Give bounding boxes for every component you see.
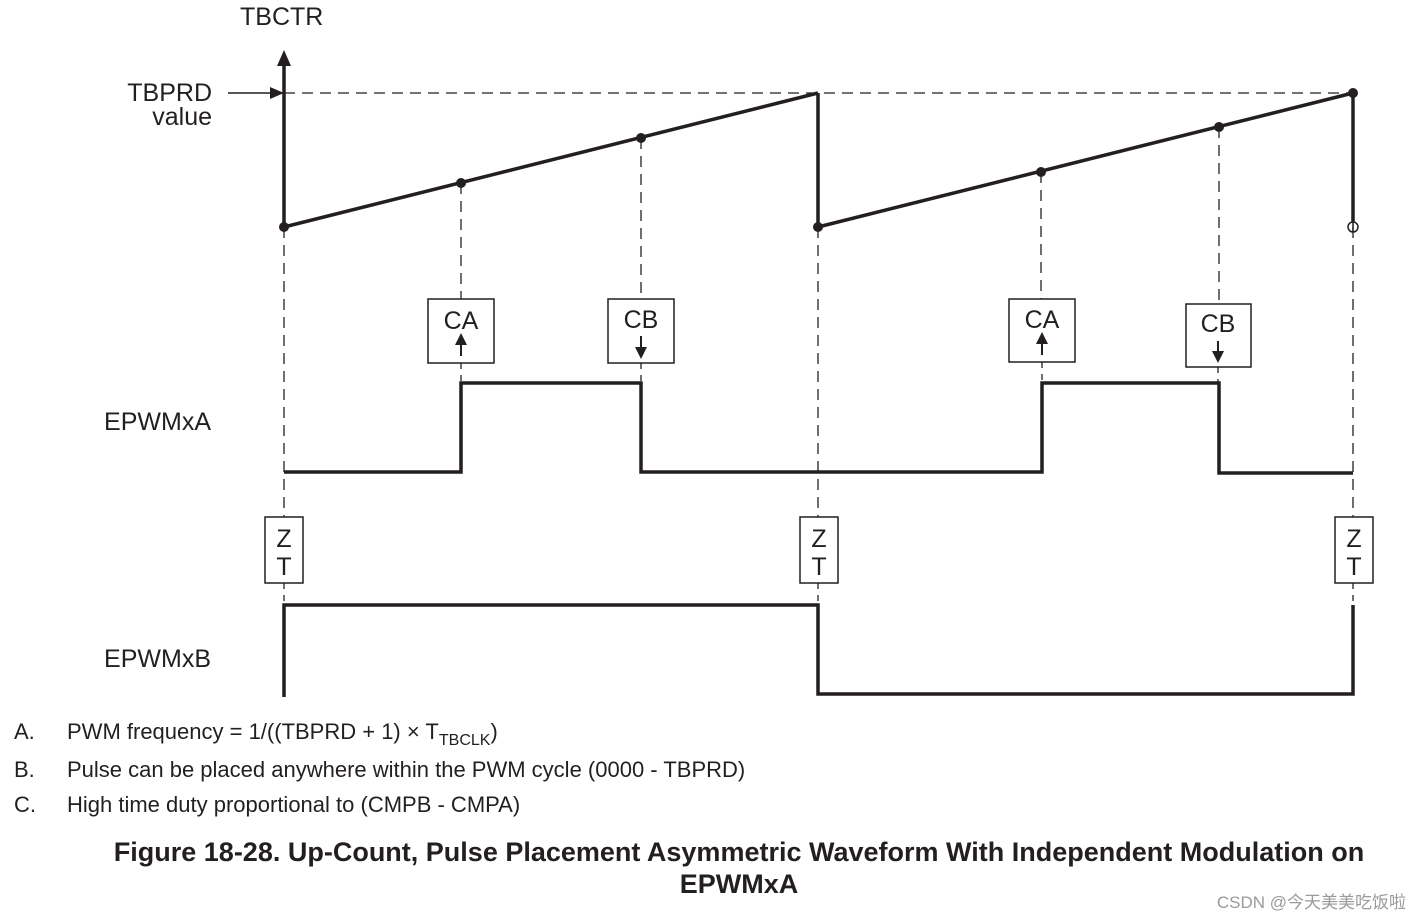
figure-caption: Figure 18-28. Up-Count, Pulse Placement …	[50, 836, 1420, 900]
caption-line-2: EPWMxA	[679, 869, 799, 899]
svg-text:CB: CB	[624, 306, 659, 334]
figure-notes: A. PWM frequency = 1/((TBPRD + 1) × TTBC…	[14, 714, 745, 822]
epwmxa-label: EPWMxA	[104, 408, 211, 436]
epwmxb-label: EPWMxB	[104, 645, 211, 673]
cb-event-2: CB	[1185, 303, 1252, 368]
counter-sawtooth	[283, 91, 1355, 229]
tbprd-label: TBPRD	[127, 79, 212, 107]
epwmxb-waveform	[282, 603, 1355, 697]
waveform-diagram: TBCTR TBPRD value EPWMxA EPWMxB	[104, 3, 1374, 697]
ca-event-2: CA	[1008, 298, 1076, 363]
svg-text:Z: Z	[1346, 525, 1361, 553]
zt-event-1: Z T	[264, 516, 304, 584]
projection-lines	[283, 127, 1354, 518]
tbctr-axis-label: TBCTR	[240, 3, 323, 31]
zt-event-2: Z T	[799, 516, 839, 584]
tbprd-pointer-arrow	[228, 87, 284, 99]
note-letter: B.	[14, 757, 35, 782]
tbclk-subscript: TBCLK	[438, 732, 491, 749]
cb-event-1: CB	[607, 298, 675, 364]
svg-text:T: T	[276, 553, 291, 581]
svg-text:CA: CA	[444, 307, 479, 335]
tbctr-axis	[277, 50, 291, 227]
watermark: CSDN @今天美美吃饭啦	[1216, 893, 1406, 912]
note-text: Pulse can be placed anywhere within the …	[67, 757, 746, 782]
note-letter: A.	[14, 719, 35, 744]
note-letter: C.	[14, 792, 36, 817]
ca-event-1: CA	[427, 298, 495, 364]
tbprd-value-label: value	[152, 103, 212, 131]
caption-line-1: Figure 18-28. Up-Count, Pulse Placement …	[113, 837, 1365, 867]
note-text: PWM frequency = 1/((TBPRD + 1) × TTBCLK)	[67, 719, 498, 749]
svg-text:CA: CA	[1025, 306, 1060, 334]
svg-text:CB: CB	[1201, 310, 1236, 338]
note-text: High time duty proportional to (CMPB - C…	[67, 792, 521, 817]
svg-text:Z: Z	[811, 525, 826, 553]
note-c: C. High time duty proportional to (CMPB …	[14, 787, 745, 822]
zt-event-3: Z T	[1334, 516, 1374, 584]
svg-text:T: T	[811, 553, 826, 581]
note-b: B. Pulse can be placed anywhere within t…	[14, 752, 745, 787]
epwmxa-waveform	[284, 381, 1353, 475]
svg-text:T: T	[1346, 553, 1361, 581]
svg-text:Z: Z	[276, 525, 291, 553]
note-a: A. PWM frequency = 1/((TBPRD + 1) × TTBC…	[14, 714, 745, 752]
